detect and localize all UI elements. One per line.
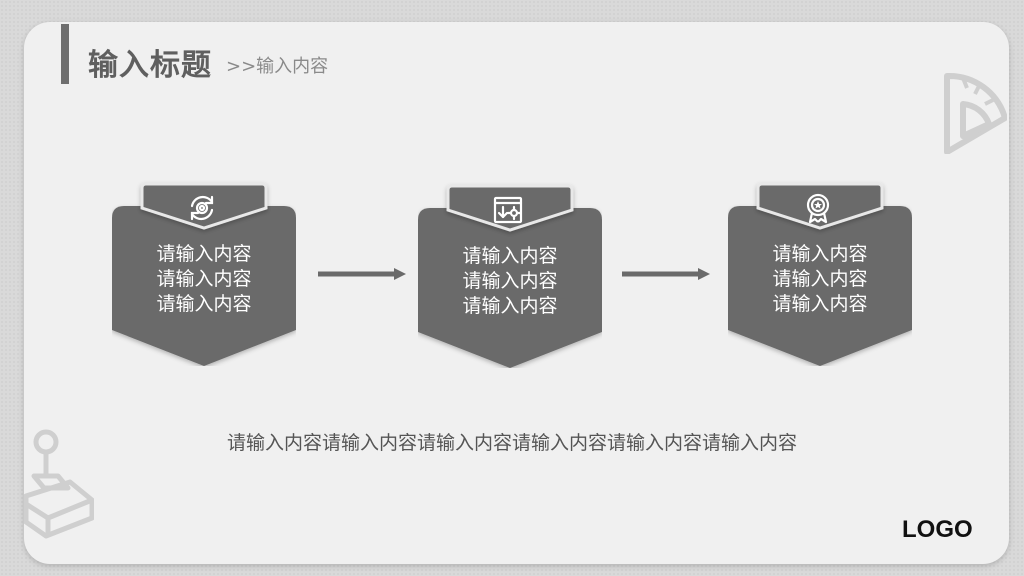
step-block-shape <box>418 184 602 368</box>
description-text: 请输入内容请输入内容请输入内容请输入内容请输入内容请输入内容 <box>226 432 797 454</box>
arrow-right-icon <box>622 268 710 280</box>
page-title: 输入标题 <box>88 48 212 83</box>
step-line: 请输入内容 <box>772 293 868 315</box>
step-line: 请输入内容 <box>156 243 252 265</box>
award-medal-icon <box>806 193 830 224</box>
step-line: 请输入内容 <box>156 268 252 290</box>
step-line: 请输入内容 <box>156 293 252 315</box>
step-text: 请输入内容 请输入内容 请输入内容 <box>112 242 296 317</box>
step-block-2: 请输入内容 请输入内容 请输入内容 <box>418 182 602 368</box>
refresh-gear-icon <box>190 195 214 221</box>
step-block-shape <box>728 182 912 366</box>
step-block-3: 请输入内容 请输入内容 请输入内容 <box>728 180 912 366</box>
protractor-icon <box>944 72 1007 154</box>
step-line: 请输入内容 <box>462 270 558 292</box>
step-text: 请输入内容 请输入内容 请输入内容 <box>418 244 602 319</box>
step-text: 请输入内容 请输入内容 请输入内容 <box>728 242 912 317</box>
step-block-1: 请输入内容 请输入内容 请输入内容 <box>112 180 296 366</box>
step-line: 请输入内容 <box>462 245 558 267</box>
page-subtitle: >>输入内容 <box>226 56 329 77</box>
step-line: 请输入内容 <box>772 268 868 290</box>
step-line: 请输入内容 <box>462 295 558 317</box>
arrow-right-icon <box>318 268 406 280</box>
title-accent-bar <box>61 24 69 84</box>
step-line: 请输入内容 <box>772 243 868 265</box>
joystick-icon <box>24 429 94 539</box>
download-settings-window-icon <box>493 196 523 224</box>
logo: LOGO <box>902 516 973 543</box>
